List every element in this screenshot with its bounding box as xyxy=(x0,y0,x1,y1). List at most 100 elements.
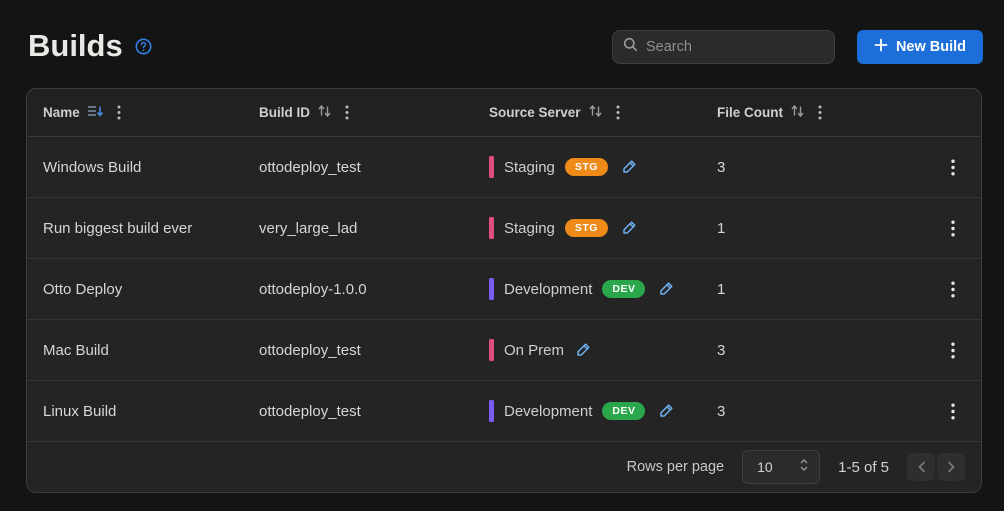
rows-per-page-label: Rows per page xyxy=(627,459,725,475)
build-id: ottodeploy_test xyxy=(259,342,489,359)
kebab-menu-icon xyxy=(951,403,955,420)
chevron-right-icon xyxy=(947,461,956,473)
column-header-source-server: Source Server xyxy=(489,104,717,121)
column-label: Build ID xyxy=(259,105,310,120)
sort-updown-icon xyxy=(588,104,603,121)
build-id: ottodeploy_test xyxy=(259,159,489,176)
rows-per-page-value: 10 xyxy=(757,459,773,475)
build-id: ottodeploy-1.0.0 xyxy=(259,281,489,298)
new-build-button[interactable]: New Build xyxy=(857,30,983,64)
server-name: Development xyxy=(504,281,592,298)
table-row: Windows Build ottodeploy_test Staging ST… xyxy=(27,137,981,198)
sort-control-file-count[interactable]: File Count xyxy=(717,104,805,121)
build-id: very_large_lad xyxy=(259,220,489,237)
row-menu-button[interactable] xyxy=(947,277,959,302)
server-color-bar xyxy=(489,339,494,361)
help-button[interactable] xyxy=(135,38,152,58)
source-server-cell: Development DEV xyxy=(489,400,717,422)
kebab-menu-icon xyxy=(951,220,955,237)
edit-server-button[interactable] xyxy=(657,402,675,420)
source-server-cell: Staging STG xyxy=(489,156,717,178)
build-name: Windows Build xyxy=(27,159,259,176)
row-menu-button[interactable] xyxy=(947,338,959,363)
sort-control-name[interactable]: Name xyxy=(43,104,104,121)
server-color-bar xyxy=(489,217,494,239)
search-input[interactable] xyxy=(646,39,824,55)
edit-server-button[interactable] xyxy=(657,280,675,298)
edit-pencil-icon xyxy=(620,219,638,237)
row-menu-button[interactable] xyxy=(947,399,959,424)
server-env-badge: DEV xyxy=(602,280,645,299)
server-env-badge: STG xyxy=(565,158,608,177)
sort-descending-icon xyxy=(87,104,104,121)
sort-control-source-server[interactable]: Source Server xyxy=(489,104,603,121)
server-color-bar xyxy=(489,400,494,422)
file-count: 1 xyxy=(717,281,925,298)
column-header-build-id: Build ID xyxy=(259,104,489,121)
next-page-button[interactable] xyxy=(937,453,965,481)
server-color-bar xyxy=(489,278,494,300)
chevron-left-icon xyxy=(917,461,926,473)
edit-pencil-icon xyxy=(620,158,638,176)
search-box[interactable] xyxy=(612,30,835,64)
question-circle-icon xyxy=(135,38,152,58)
row-menu-button[interactable] xyxy=(947,216,959,241)
column-menu-button-file-count[interactable] xyxy=(818,105,822,120)
column-label: Source Server xyxy=(489,105,581,120)
edit-server-button[interactable] xyxy=(620,158,638,176)
file-count: 3 xyxy=(717,403,925,420)
edit-pencil-icon xyxy=(657,402,675,420)
kebab-menu-icon xyxy=(951,342,955,359)
page-title: Builds xyxy=(28,28,152,64)
column-menu-button-source-server[interactable] xyxy=(616,105,620,120)
build-name: Run biggest build ever xyxy=(27,220,259,237)
edit-pencil-icon xyxy=(574,341,592,359)
server-name: Staging xyxy=(504,220,555,237)
table-header-row: Name Build ID xyxy=(27,89,981,137)
column-label: Name xyxy=(43,105,80,120)
source-server-cell: Development DEV xyxy=(489,278,717,300)
server-color-bar xyxy=(489,156,494,178)
table-row: Run biggest build ever very_large_lad St… xyxy=(27,198,981,259)
new-build-label: New Build xyxy=(896,39,966,55)
build-name: Linux Build xyxy=(27,403,259,420)
server-name: Development xyxy=(504,403,592,420)
edit-server-button[interactable] xyxy=(574,341,592,359)
file-count: 3 xyxy=(717,342,925,359)
kebab-menu-icon xyxy=(951,281,955,298)
server-env-badge: STG xyxy=(565,219,608,238)
sort-updown-icon xyxy=(317,104,332,121)
build-id: ottodeploy_test xyxy=(259,403,489,420)
file-count: 1 xyxy=(717,220,925,237)
sort-control-build-id[interactable]: Build ID xyxy=(259,104,332,121)
rows-per-page-select[interactable]: 10 xyxy=(742,450,820,484)
column-menu-button-build-id[interactable] xyxy=(345,105,349,120)
build-name: Otto Deploy xyxy=(27,281,259,298)
table-footer: Rows per page 10 1-5 of 5 xyxy=(27,442,981,492)
source-server-cell: On Prem xyxy=(489,339,717,361)
file-count: 3 xyxy=(717,159,925,176)
column-header-name: Name xyxy=(27,104,259,121)
server-env-badge: DEV xyxy=(602,402,645,421)
plus-icon xyxy=(874,38,888,56)
page-title-text: Builds xyxy=(28,28,123,64)
server-name: On Prem xyxy=(504,342,564,359)
table-row: Linux Build ottodeploy_test Development … xyxy=(27,381,981,442)
table-row: Mac Build ottodeploy_test On Prem 3 xyxy=(27,320,981,381)
column-label: File Count xyxy=(717,105,783,120)
pagination-range: 1-5 of 5 xyxy=(838,459,889,476)
column-header-file-count: File Count xyxy=(717,104,925,121)
edit-pencil-icon xyxy=(657,280,675,298)
source-server-cell: Staging STG xyxy=(489,217,717,239)
column-menu-button-name[interactable] xyxy=(117,105,121,120)
search-icon xyxy=(623,37,638,57)
edit-server-button[interactable] xyxy=(620,219,638,237)
prev-page-button[interactable] xyxy=(907,453,935,481)
kebab-menu-icon xyxy=(951,159,955,176)
row-menu-button[interactable] xyxy=(947,155,959,180)
table-row: Otto Deploy ottodeploy-1.0.0 Development… xyxy=(27,259,981,320)
select-stepper-icon xyxy=(799,458,809,477)
sort-updown-icon xyxy=(790,104,805,121)
server-name: Staging xyxy=(504,159,555,176)
build-name: Mac Build xyxy=(27,342,259,359)
